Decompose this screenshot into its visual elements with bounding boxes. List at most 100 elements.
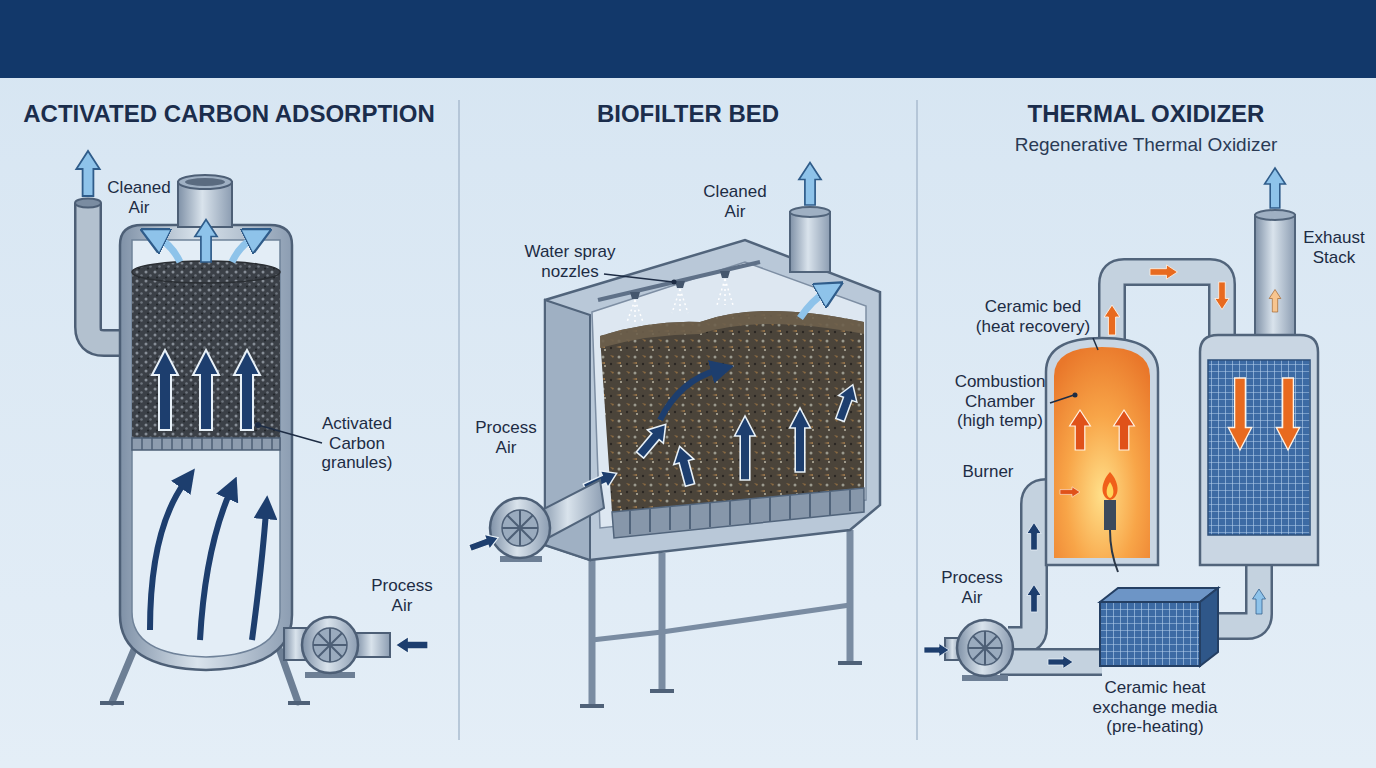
thermal-oxidizer-part bbox=[1228, 378, 1251, 450]
thermal-oxidizer-part bbox=[1215, 282, 1229, 310]
thermal-oxidizer-part bbox=[1000, 651, 1102, 674]
part-label: Burner bbox=[960, 462, 1016, 482]
thermal-oxidizer-part bbox=[1100, 588, 1218, 602]
panel-heading: BIOFILTER BED bbox=[478, 100, 898, 128]
biofilter-part bbox=[580, 663, 862, 706]
biofilter-part bbox=[831, 381, 862, 423]
biofilter-part bbox=[502, 510, 538, 546]
biofilter-part bbox=[670, 444, 700, 488]
carbon-adsorber-part bbox=[234, 350, 260, 430]
biofilter-part bbox=[632, 418, 674, 462]
carbon-adsorber-part bbox=[158, 238, 180, 262]
thermal-oxidizer-part bbox=[1027, 523, 1041, 551]
thermal-oxidizer-part bbox=[1104, 305, 1120, 335]
background-part bbox=[0, 0, 1376, 78]
carbon-adsorber-part bbox=[255, 422, 261, 428]
carbon-adsorber-part bbox=[76, 151, 99, 196]
part-label: Cleaned Air bbox=[104, 178, 174, 217]
thermal-oxidizer-part bbox=[1112, 272, 1222, 345]
carbon-adsorber-part bbox=[152, 350, 178, 430]
thermal-oxidizer-part bbox=[1200, 335, 1318, 565]
biofilter-part bbox=[627, 279, 733, 322]
thermal-oxidizer-part bbox=[1107, 482, 1114, 498]
thermal-oxidizer-part bbox=[1269, 290, 1281, 313]
thermal-oxidizer-part bbox=[1093, 338, 1098, 350]
thermal-oxidizer-part bbox=[1027, 585, 1041, 613]
biofilter-part bbox=[604, 274, 673, 282]
biofilter-part bbox=[660, 370, 718, 420]
thermal-oxidizer-part bbox=[1208, 360, 1310, 535]
thermal-oxidizer-part bbox=[1255, 215, 1295, 337]
thermal-oxidizer-part bbox=[1255, 210, 1295, 220]
thermal-oxidizer-part bbox=[1050, 395, 1074, 403]
part-label: Ceramic bed (heat recovery) bbox=[973, 297, 1093, 336]
thermal-oxidizer-part bbox=[1114, 410, 1135, 450]
part-label: Ceramic heat exchange media (pre-heating… bbox=[1080, 678, 1230, 737]
thermal-oxidizer-part bbox=[1102, 472, 1117, 500]
carbon-adsorber-part bbox=[132, 240, 280, 657]
biofilter-part bbox=[735, 416, 756, 480]
thermal-oxidizer bbox=[924, 168, 1318, 681]
carbon-adsorber-part bbox=[132, 272, 280, 438]
thermal-oxidizer-part bbox=[924, 644, 949, 657]
biofilter bbox=[467, 163, 880, 707]
thermal-oxidizer-part bbox=[1060, 487, 1080, 497]
part-label: Process Air bbox=[366, 576, 438, 615]
carbon-adsorber-part bbox=[120, 225, 292, 670]
thermal-oxidizer-part bbox=[1073, 393, 1078, 398]
carbon-adsorber-part bbox=[232, 238, 254, 262]
carbon-adsorber-part bbox=[396, 637, 429, 654]
carbon-adsorber-part bbox=[88, 203, 122, 343]
thermal-oxidizer-part bbox=[1070, 410, 1091, 450]
carbon-adsorber-part bbox=[75, 199, 101, 208]
biofilter-part bbox=[592, 262, 866, 528]
carbon-adsorber-part bbox=[258, 425, 322, 443]
carbon-adsorber-part bbox=[195, 220, 217, 263]
carbon-adsorber-part bbox=[142, 438, 272, 450]
carbon-adsorber-part bbox=[302, 617, 358, 673]
panel-heading: THERMAL OXIDIZER bbox=[936, 100, 1356, 128]
thermal-oxidizer-part bbox=[1150, 265, 1178, 279]
panel-heading: ACTIVATED CARBON ADSORPTION bbox=[9, 100, 449, 128]
thermal-oxidizer-part bbox=[968, 631, 1002, 665]
thermal-oxidizer-part bbox=[1265, 168, 1286, 208]
biofilter-part bbox=[490, 498, 550, 558]
biofilter-part bbox=[790, 212, 830, 272]
carbon-adsorber-part bbox=[150, 482, 185, 630]
biofilter-part bbox=[592, 605, 850, 640]
biofilter-part bbox=[790, 408, 811, 472]
part-label: Cleaned Air bbox=[700, 182, 770, 221]
background-part bbox=[459, 100, 917, 740]
biofilter-part bbox=[612, 488, 864, 538]
biofilter-part bbox=[467, 530, 501, 555]
part-label: Process Air bbox=[936, 568, 1008, 607]
carbon-adsorber-part bbox=[252, 512, 266, 640]
carbon-adsorber-part bbox=[100, 701, 310, 705]
thermal-oxidizer-part bbox=[1276, 378, 1299, 450]
carbon-adsorber-part bbox=[313, 628, 347, 662]
thermal-oxidizer-part bbox=[1218, 560, 1259, 626]
carbon-adsorber-part bbox=[178, 175, 232, 189]
thermal-oxidizer-part bbox=[1218, 560, 1259, 626]
thermal-oxidizer-part bbox=[1112, 272, 1222, 345]
thermal-oxidizer-part bbox=[1054, 347, 1150, 558]
thermal-oxidizer-part bbox=[1046, 338, 1158, 565]
carbon-adsorber-part bbox=[313, 628, 347, 662]
thermal-oxidizer-part bbox=[1048, 656, 1073, 669]
carbon-adsorber-part bbox=[132, 261, 280, 283]
carbon-adsorber-part bbox=[193, 350, 219, 430]
thermal-oxidizer-part bbox=[1100, 602, 1200, 666]
part-label: Water spray nozzles bbox=[515, 242, 625, 281]
thermal-oxidizer-part bbox=[1253, 589, 1266, 614]
panel-subtitle: Regenerative Thermal Oxidizer bbox=[936, 134, 1356, 156]
part-label: Activated Carbon granules) bbox=[312, 414, 402, 473]
biofilter-part bbox=[600, 311, 864, 512]
carbon-adsorber bbox=[75, 151, 428, 703]
part-label: Process Air bbox=[470, 418, 542, 457]
biofilter-part bbox=[600, 311, 864, 348]
part-label: Exhaust Stack bbox=[1302, 228, 1366, 267]
thermal-oxidizer-part bbox=[968, 631, 1002, 665]
